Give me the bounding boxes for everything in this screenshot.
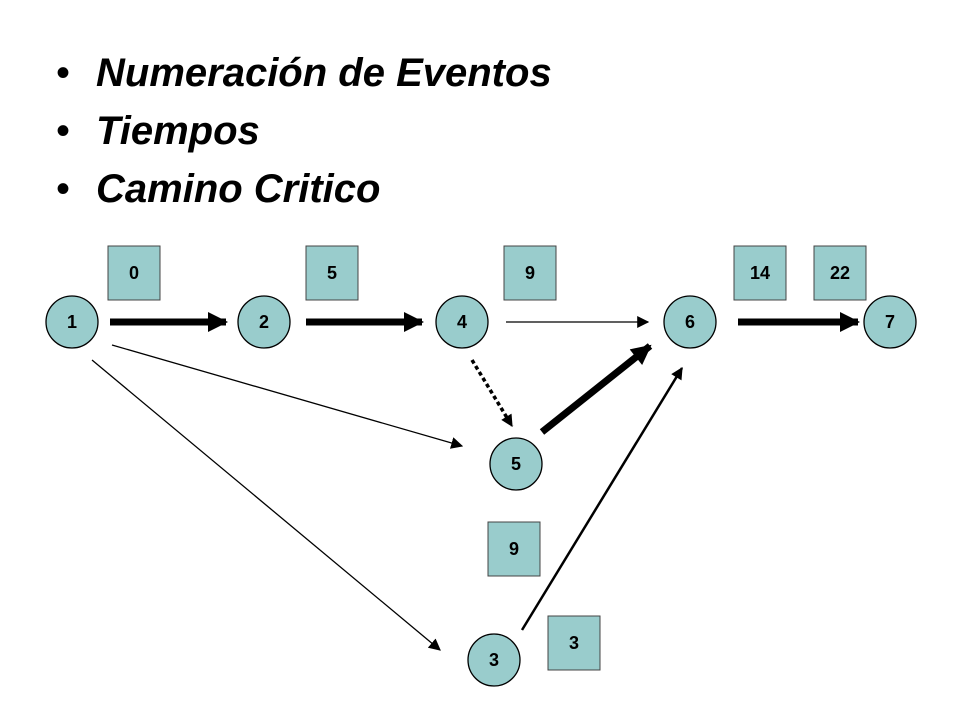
time-value: 9 [525,263,535,283]
event-node-3: 3 [467,633,521,687]
event-label: 2 [259,312,269,332]
event-label: 5 [511,454,521,474]
event-node-2: 2 [237,295,291,349]
time-box-node-4: 9 [503,245,557,301]
bullet-text: Tiempos [96,109,260,153]
event-label: 4 [457,312,467,332]
bullet-dot-icon: • [56,51,71,95]
bullet-text: Numeración de Eventos [96,51,552,95]
event-label: 7 [885,312,895,332]
event-node-6: 6 [663,295,717,349]
bullet-text: Camino Critico [96,167,381,211]
time-box-node-1: 0 [107,245,161,301]
event-label: 6 [685,312,695,332]
edge-3-6 [520,366,684,631]
time-value: 3 [569,633,579,653]
time-value: 22 [830,263,850,283]
time-box-node-6: 14 [733,245,787,301]
time-box-node-2: 5 [305,245,359,301]
time-box-node-5: 9 [487,521,541,577]
event-node-4: 4 [435,295,489,349]
time-box-node-7: 22 [813,245,867,301]
bullet-item: • Tiempos [56,102,552,160]
event-node-1: 1 [45,295,99,349]
time-value: 14 [750,263,770,283]
event-node-5: 5 [489,437,543,491]
bullet-list: • Numeración de Eventos • Tiempos • Camino … [56,44,552,218]
time-value: 5 [327,263,337,283]
bullet-item: • Camino Critico [56,160,552,218]
event-label: 3 [489,650,499,670]
bullet-dot-icon: • [56,167,71,211]
time-box-node-3: 3 [547,615,601,671]
edge-1-3 [91,359,441,651]
edge-1-5 [111,344,464,449]
event-label: 1 [67,312,77,332]
bullet-item: • Numeración de Eventos [56,44,552,102]
edge-4-5-dummy [470,359,514,428]
event-node-7: 7 [863,295,917,349]
bullet-dot-icon: • [56,109,71,153]
edge-5-6 [539,343,653,435]
time-value: 0 [129,263,139,283]
time-value: 9 [509,539,519,559]
